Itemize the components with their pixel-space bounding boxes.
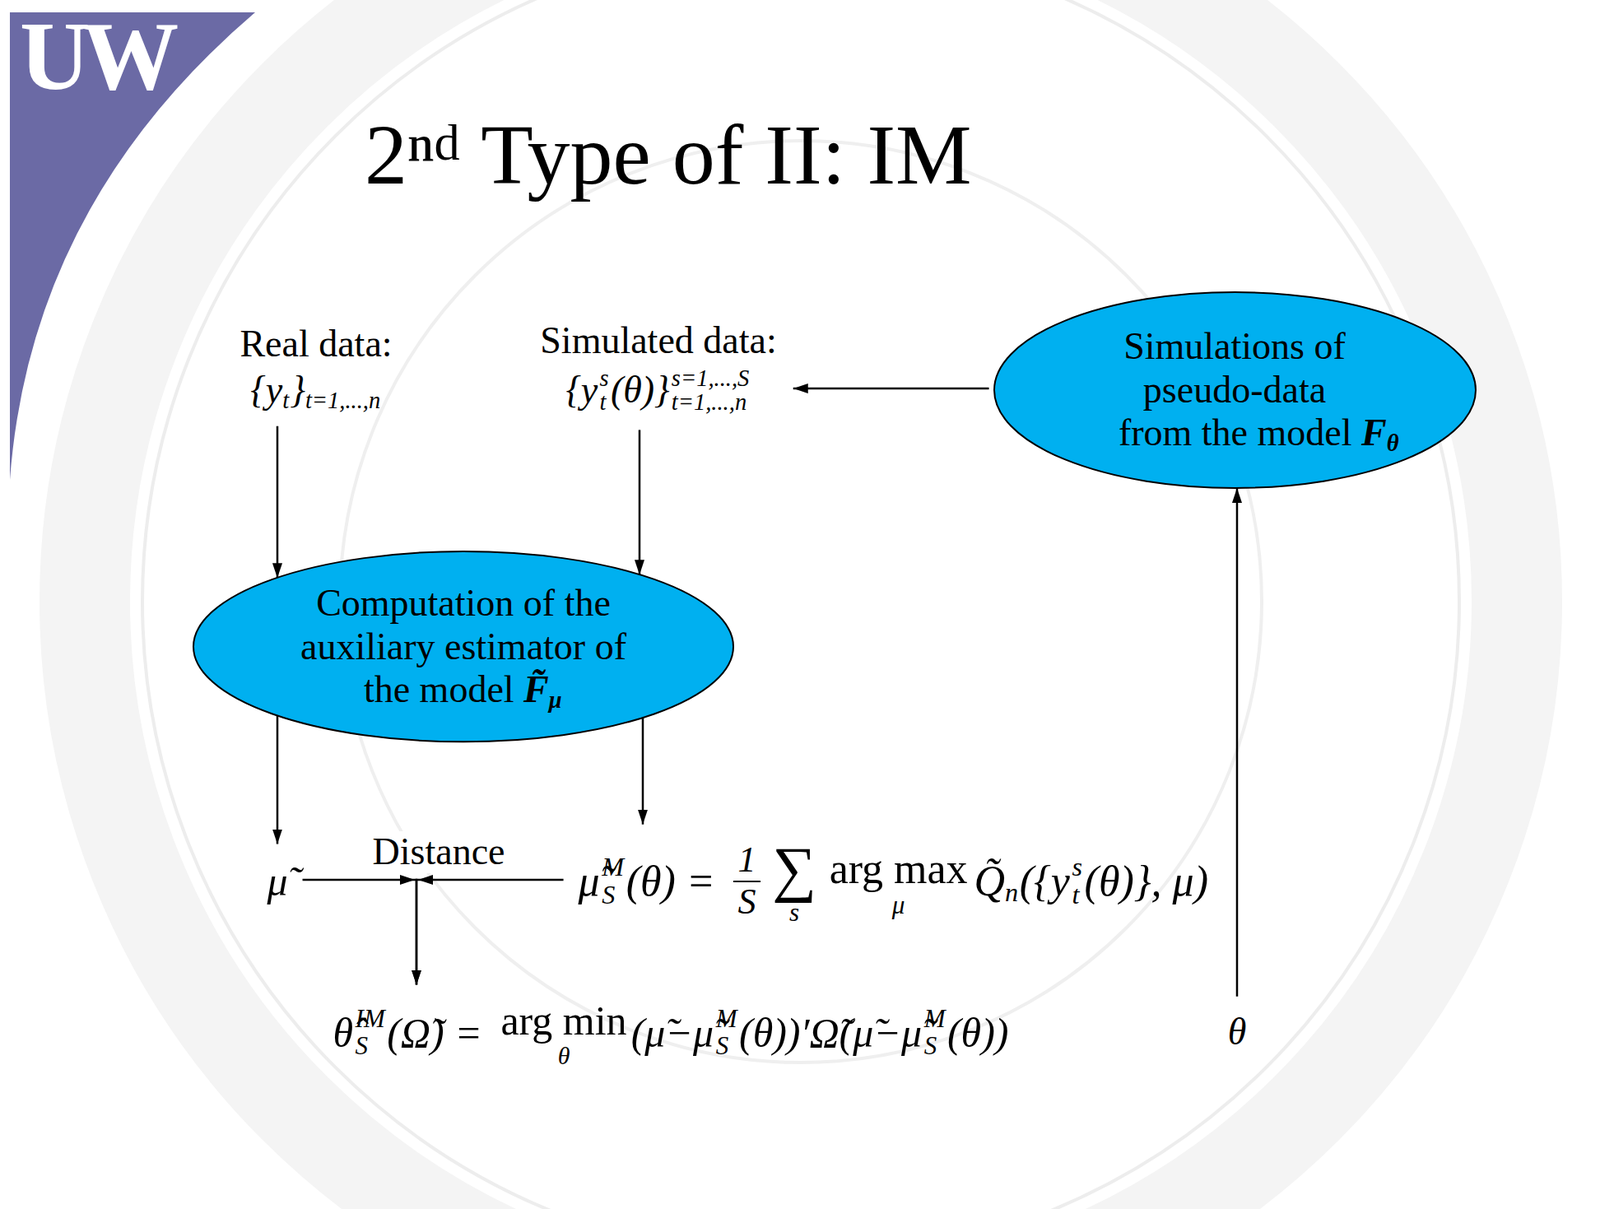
math-script: t — [1071, 881, 1080, 910]
math-ss: MS — [924, 1005, 946, 1060]
math-text: (Ω̃) = — [386, 1010, 483, 1056]
math-ss: st — [1071, 853, 1083, 910]
math-text: μ̃ — [266, 859, 288, 905]
flow-arrow — [276, 426, 280, 578]
node-text: Simulations of pseudo-data from the mode… — [1118, 325, 1353, 455]
math-script: t=1,...,n — [671, 390, 747, 415]
math-text: arg min — [500, 998, 627, 1044]
math-symbol: Fθ — [1361, 412, 1400, 455]
math-ss: IMS — [355, 1005, 386, 1060]
math-row: θ̂IMS(Ω̃) =arg minθ(μ̃−μ̃MS(θ))′Ω̃(μ̃−μ̃… — [333, 998, 1010, 1069]
ellipse-text: Simulations of pseudo-data from the mode… — [1111, 325, 1359, 456]
math-ss: MS — [716, 1005, 738, 1060]
math-script: S — [924, 1032, 938, 1061]
flow-arrow — [276, 716, 280, 845]
math-under: arg minθ — [500, 998, 627, 1069]
flow-arrow — [641, 717, 645, 824]
logo-text: UW — [19, 8, 171, 106]
math-text: arg max — [829, 845, 968, 893]
math-script: s — [789, 899, 800, 926]
ellipse-shape — [994, 292, 1476, 489]
math-text: θ̂ — [333, 1010, 354, 1056]
math-text: IM — [355, 1005, 386, 1033]
math-text: μ̃ — [578, 857, 600, 905]
math-text: M — [601, 853, 624, 882]
math-script: t=1,...,n — [305, 387, 381, 414]
node-text: Computation of the auxiliary estimator o… — [300, 581, 627, 712]
math-text: (θ)} — [610, 369, 670, 412]
ellipse-text: Computation of the auxiliary estimator o… — [290, 581, 637, 713]
math-symbol: F̃μ — [523, 669, 563, 712]
data-block: Real data:{yt}t=1,...,n — [231, 316, 400, 418]
math-text: (θ))′Ω̃(μ̃−μ̃ — [739, 1010, 922, 1056]
math-text: θ — [1227, 1011, 1247, 1054]
math-text: (μ̃−μ̃ — [631, 1010, 715, 1056]
flow-arrow — [302, 879, 417, 986]
process-ellipse: Simulations of pseudo-data from the mode… — [992, 290, 1478, 490]
math-text: M — [924, 1005, 946, 1033]
math-script: S — [355, 1032, 369, 1061]
node-text: Real data: — [239, 322, 392, 367]
math-text: ({y — [1019, 857, 1070, 905]
math-script: t — [600, 390, 607, 415]
edge-label: Distance — [369, 831, 509, 874]
seal-watermark — [84, 0, 1517, 1209]
formula: μ̃MS(θ) =1S∑sarg maxμQ̃n({yst(θ)}, μ) — [570, 827, 1217, 933]
math-text: s — [1071, 853, 1083, 882]
flow-arrow — [1236, 488, 1239, 997]
math-text: Q̃ — [973, 857, 1005, 905]
seal-watermark — [142, 0, 1460, 1209]
math-script: n — [1004, 878, 1019, 907]
math-text: (θ) = — [626, 857, 716, 905]
math-script: θ — [1386, 430, 1400, 456]
math-text: {y — [565, 369, 598, 412]
process-ellipse: Computation of the auxiliary estimator o… — [191, 549, 735, 744]
ellipse-shape — [193, 551, 734, 742]
flow-arrow — [416, 879, 564, 986]
math-text: 1 — [733, 840, 761, 883]
math-text: F — [1361, 412, 1387, 455]
formula: θ̂IMS(Ω̃) =arg minθ(μ̃−μ̃MS(θ))′Ω̃(μ̃−μ̃… — [325, 988, 1018, 1075]
math-row: μ̃MS(θ) =1S∑sarg maxμQ̃n({yst(θ)}, μ) — [578, 837, 1209, 926]
math-script: t — [282, 387, 289, 414]
math-script: θ — [558, 1043, 571, 1069]
formula: θ — [1219, 1001, 1256, 1061]
math-under: ∑s — [772, 837, 817, 926]
math-script: S — [716, 1032, 730, 1061]
math-row: μ̃ — [266, 859, 288, 905]
math-text: (θ)}, μ) — [1084, 857, 1209, 905]
node-text: Simulated data: — [539, 319, 777, 363]
math-script: μ — [892, 892, 906, 918]
math-text: {y — [250, 369, 283, 412]
flow-arrow — [793, 387, 990, 391]
math-ss: st — [600, 366, 610, 416]
math-text: s — [600, 366, 610, 391]
math-script: μ — [548, 687, 563, 713]
flow-arrow — [638, 429, 642, 575]
math-script: S — [737, 882, 756, 923]
math-text: M — [716, 1005, 738, 1033]
math-ss: s=1,...,St=1,...,n — [671, 366, 750, 416]
formula: μ̃ — [258, 849, 296, 912]
math-script: S — [601, 881, 615, 910]
math-text: s=1,...,S — [671, 366, 750, 391]
slide-title: 2ⁿᵈ Type of II: IM — [364, 105, 973, 205]
math-text: ∑ — [772, 837, 817, 900]
math-text: (θ)) — [947, 1010, 1010, 1056]
math-row: θ — [1227, 1011, 1247, 1054]
data-block: Simulated data:{yst(θ)}s=1,...,St=1,...,… — [531, 312, 785, 423]
math-text: } — [290, 369, 306, 412]
math-row: {yst(θ)}s=1,...,St=1,...,n — [565, 366, 751, 416]
math-under: arg maxμ — [829, 845, 968, 918]
math-text: F̃ — [523, 669, 549, 712]
math-frac: 1S — [733, 840, 761, 922]
math-row: {yt}t=1,...,n — [250, 369, 382, 412]
math-ss: MS — [601, 853, 624, 910]
